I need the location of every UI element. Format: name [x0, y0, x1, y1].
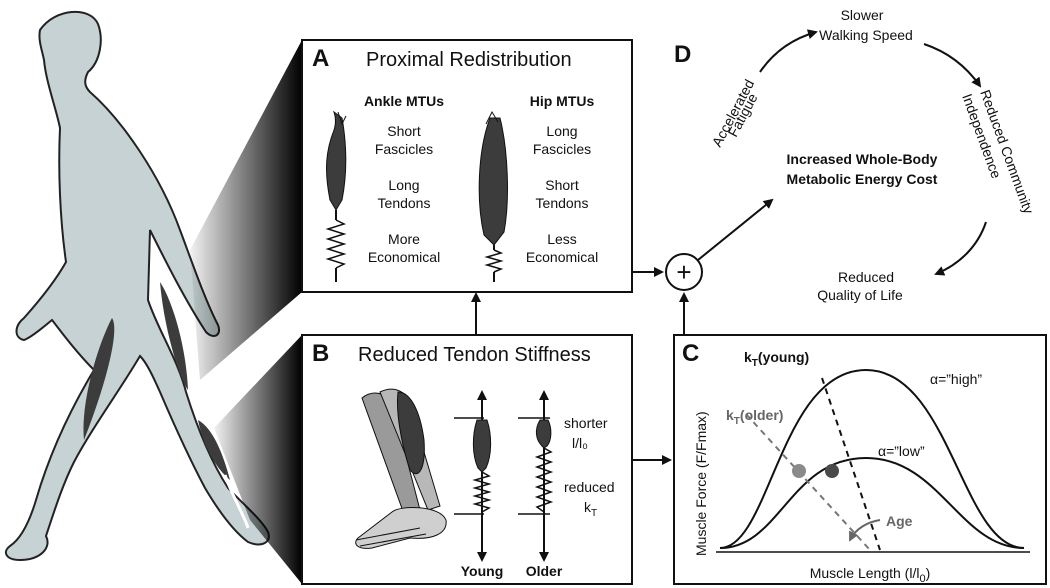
hip-heading: Hip MTUs	[530, 93, 595, 109]
qol-line-2: Quality of Life	[817, 287, 903, 303]
ankle-line-6: Economical	[368, 249, 440, 265]
curve-alpha-high	[719, 368, 1025, 549]
cycle-arrow-top	[759, 29, 818, 73]
panel-d-letter: D	[674, 41, 691, 68]
arrow-sum-to-d	[697, 198, 774, 261]
calf-muscle-left	[83, 318, 115, 440]
ankle-mtu-icon	[325, 110, 347, 282]
x-axis-label: Muscle Length (l/l0)	[810, 565, 931, 585]
center-line-2: Metabolic Energy Cost	[787, 171, 938, 187]
young-label: Young	[461, 563, 504, 579]
kt-older-label: kT(older)	[726, 407, 783, 427]
kt-label: kT	[584, 499, 597, 519]
slower-line-2: Walking Speed	[819, 27, 913, 43]
kt-young-line	[821, 377, 881, 551]
hip-line-2: Fascicles	[533, 141, 591, 157]
thigh-muscle	[160, 282, 188, 390]
leg-bones-illustration	[355, 388, 447, 549]
age-arrow	[849, 519, 881, 542]
shorter-label: shorter	[564, 415, 608, 431]
kt-older-line	[745, 413, 871, 551]
hip-mtu-icon	[478, 110, 508, 282]
hip-line-1: Long	[546, 123, 577, 139]
older-mtu	[518, 390, 554, 562]
panel-b-letter: B	[312, 340, 329, 367]
older-label: Older	[526, 563, 563, 579]
slower-line-1: Slower	[841, 7, 884, 23]
zoom-fan-b	[214, 335, 302, 584]
kt-young-label: kT(young)	[744, 349, 809, 369]
ankle-line-2: Fascicles	[375, 141, 433, 157]
age-label: Age	[886, 513, 913, 529]
panel-b-title: Reduced Tendon Stiffness	[358, 344, 591, 366]
panel-c-letter: C	[682, 340, 699, 367]
panel-d: D Slower Walking Speed Reduced Community…	[674, 7, 1037, 303]
ankle-line-5: More	[388, 231, 420, 247]
young-intersection-marker	[825, 464, 839, 478]
achilles-tendon	[223, 474, 250, 529]
connectors: +	[471, 198, 774, 465]
panel-a-title: Proximal Redistribution	[366, 49, 572, 71]
hip-line-3: Short	[545, 177, 579, 193]
qol-line-1: Reduced	[838, 269, 894, 285]
sum-node	[665, 253, 703, 291]
ankle-line-3: Long	[388, 177, 419, 193]
panel-a-letter: A	[312, 45, 329, 72]
panel-b: B Reduced Tendon Stiffness	[301, 334, 633, 585]
cycle-arrow-right-top	[923, 43, 982, 88]
zoom-fan-a	[190, 40, 302, 380]
hip-line-5: Less	[547, 231, 577, 247]
alpha-low-label: α=”low”	[878, 443, 925, 459]
ratio-label: l/l₀	[572, 435, 588, 451]
ankle-heading: Ankle MTUs	[364, 93, 444, 109]
plus-symbol: +	[676, 257, 691, 287]
y-axis-label: Muscle Force (F/Fmax)	[693, 411, 709, 556]
older-intersection-marker	[792, 464, 806, 478]
curve-alpha-low	[719, 456, 1025, 549]
hip-line-6: Economical	[526, 249, 598, 265]
calf-muscle-right	[198, 420, 230, 480]
reduced-label: reduced	[564, 479, 615, 495]
panel-c: C Muscle Length (l/l0) Muscle Force (F/F…	[673, 334, 1047, 585]
hip-line-4: Tendons	[536, 195, 589, 211]
ankle-line-4: Tendons	[378, 195, 431, 211]
young-mtu	[454, 390, 492, 562]
center-line-1: Increased Whole-Body	[787, 151, 938, 167]
alpha-high-label: α=”high”	[930, 371, 982, 387]
cycle-arrow-right-bottom	[934, 221, 987, 276]
panel-a: A Proximal Redistribution Ankle MTUs Sho…	[301, 39, 633, 293]
ankle-line-1: Short	[387, 123, 421, 139]
